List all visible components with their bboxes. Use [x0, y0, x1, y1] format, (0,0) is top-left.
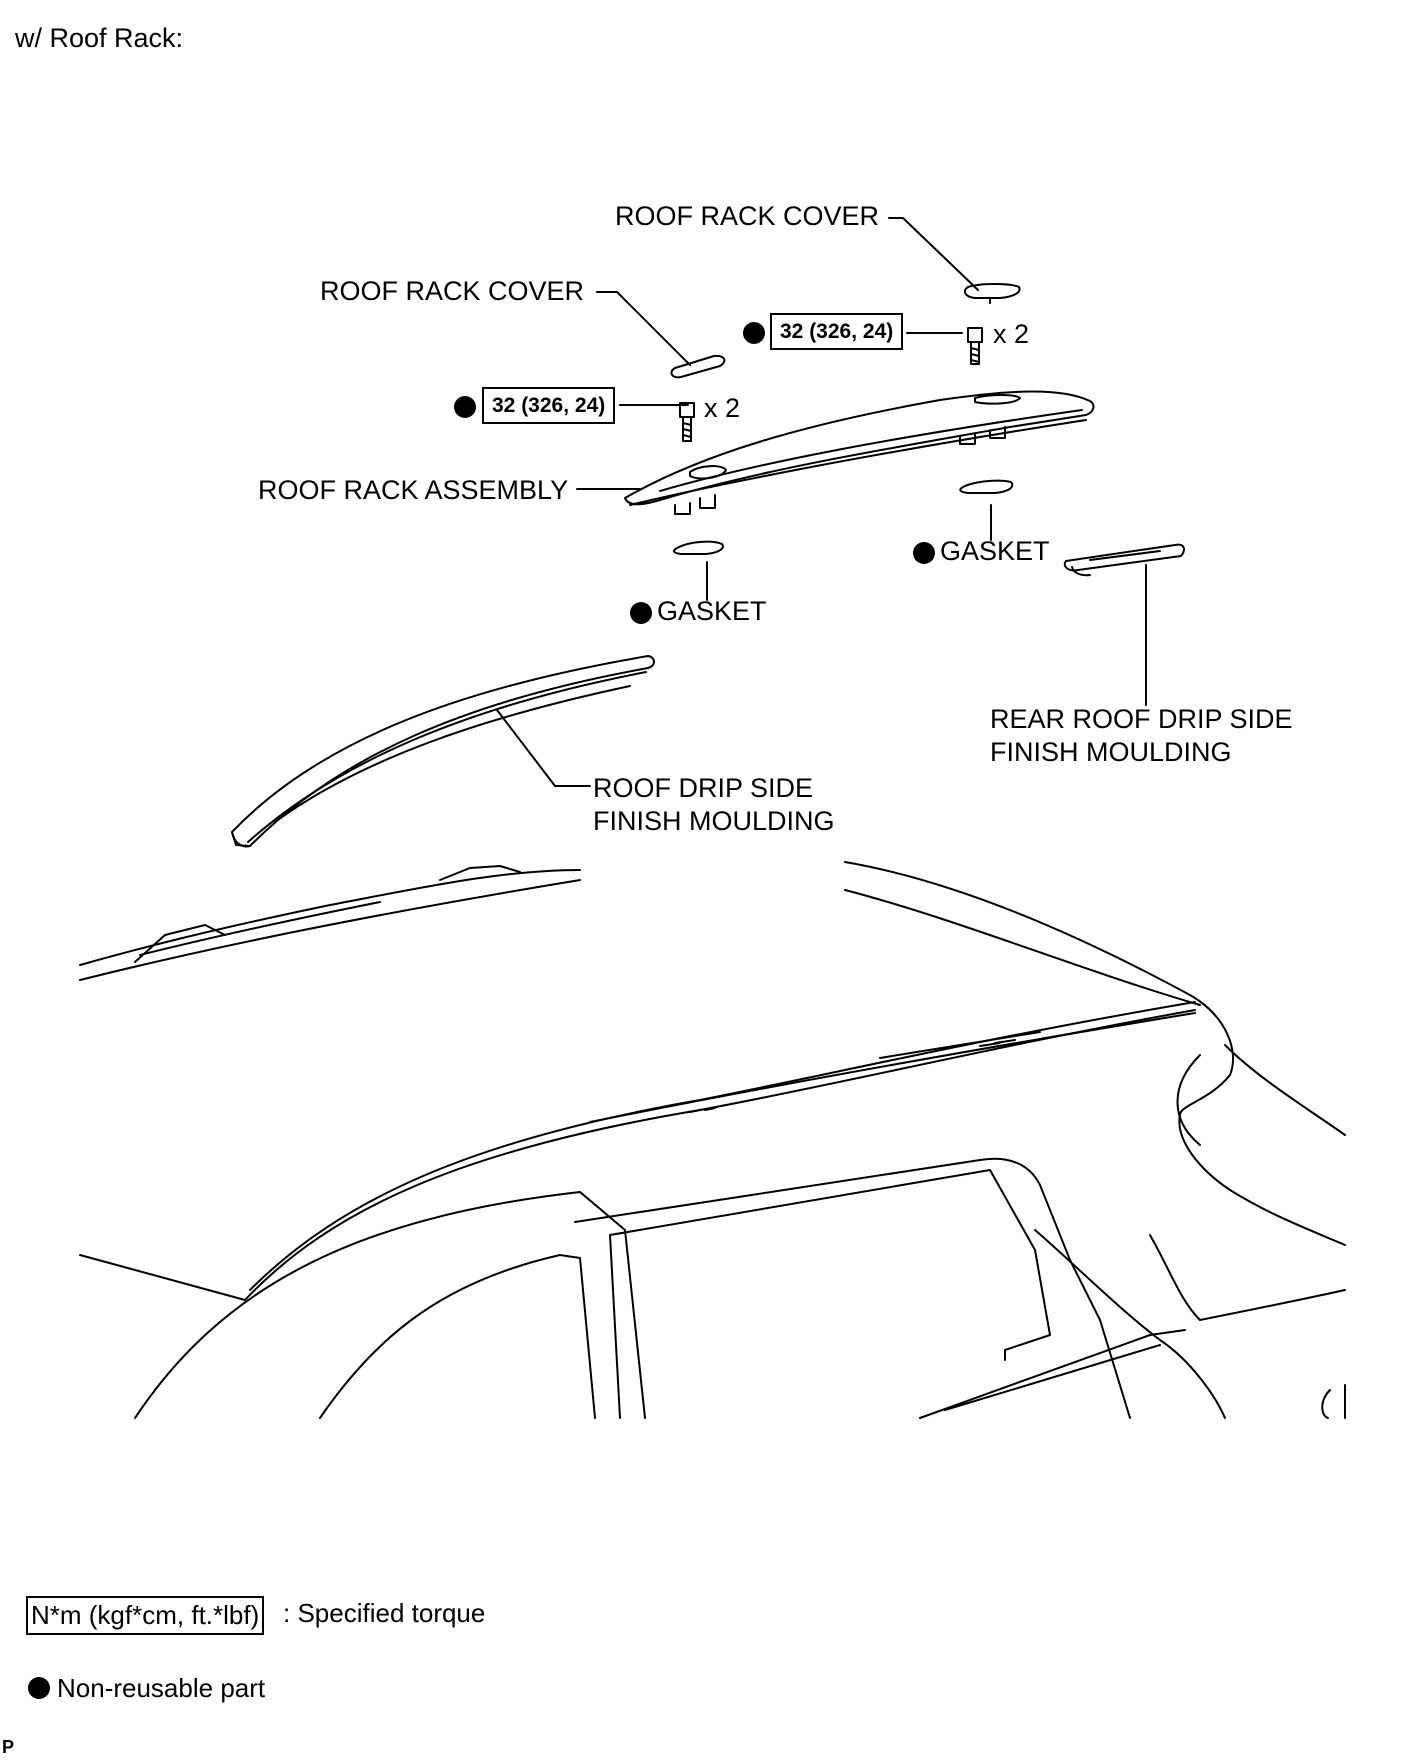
non-reusable-dot-icon: [743, 322, 765, 344]
leader-lines: [496, 217, 1147, 787]
torque-spec-left: 32 (326, 24): [482, 387, 616, 425]
rear-roof-drip-moulding-label-line1: REAR ROOF DRIP SIDE: [990, 704, 1293, 734]
corner-mark: P: [2, 1737, 15, 1757]
non-reusable-dot-icon: [913, 542, 935, 564]
roof-rack-assembly-label: ROOF RACK ASSEMBLY: [258, 475, 569, 505]
gasket-left-part: [672, 540, 724, 555]
roof-rack-cover-left-label: ROOF RACK COVER: [320, 276, 585, 306]
rear-roof-drip-moulding-label-line2: FINISH MOULDING: [990, 737, 1232, 767]
roof-rack-assembly-part: [624, 390, 1095, 515]
non-reusable-dot-icon: [28, 1677, 50, 1699]
rear-roof-drip-moulding-part: [1063, 543, 1185, 577]
bolt-icon: [967, 327, 983, 365]
non-reusable-dot-icon: [454, 396, 476, 418]
bolt-icon: [679, 402, 695, 442]
roof-drip-moulding-label-line1: ROOF DRIP SIDE: [593, 773, 814, 803]
gasket-right-label: GASKET: [940, 536, 1050, 566]
non-reusable-dot-icon: [630, 602, 652, 624]
quantity-left-label: x 2: [704, 393, 741, 423]
roof-rack-cover-right-label: ROOF RACK COVER: [615, 201, 880, 231]
legend-torque-box: N*m (kgf*cm, ft.*lbf): [26, 1596, 265, 1636]
roof-rack-cover-left-part: [670, 354, 726, 379]
roof-drip-moulding-label-line2: FINISH MOULDING: [593, 806, 835, 836]
roof-drip-moulding-part: [231, 655, 655, 848]
roof-rack-cover-right-part: [963, 283, 1021, 304]
legend-non-reusable-label: Non-reusable part: [57, 1673, 266, 1703]
vehicle-roof-outline: [79, 861, 1346, 1419]
legend-torque-description: : Specified torque: [283, 1598, 486, 1628]
gasket-left-label: GASKET: [657, 596, 767, 626]
torque-spec-right: 32 (326, 24): [770, 313, 904, 351]
quantity-right-label: x 2: [993, 319, 1030, 349]
page-title: w/ Roof Rack:: [15, 23, 184, 53]
gasket-right-part: [959, 479, 1014, 494]
